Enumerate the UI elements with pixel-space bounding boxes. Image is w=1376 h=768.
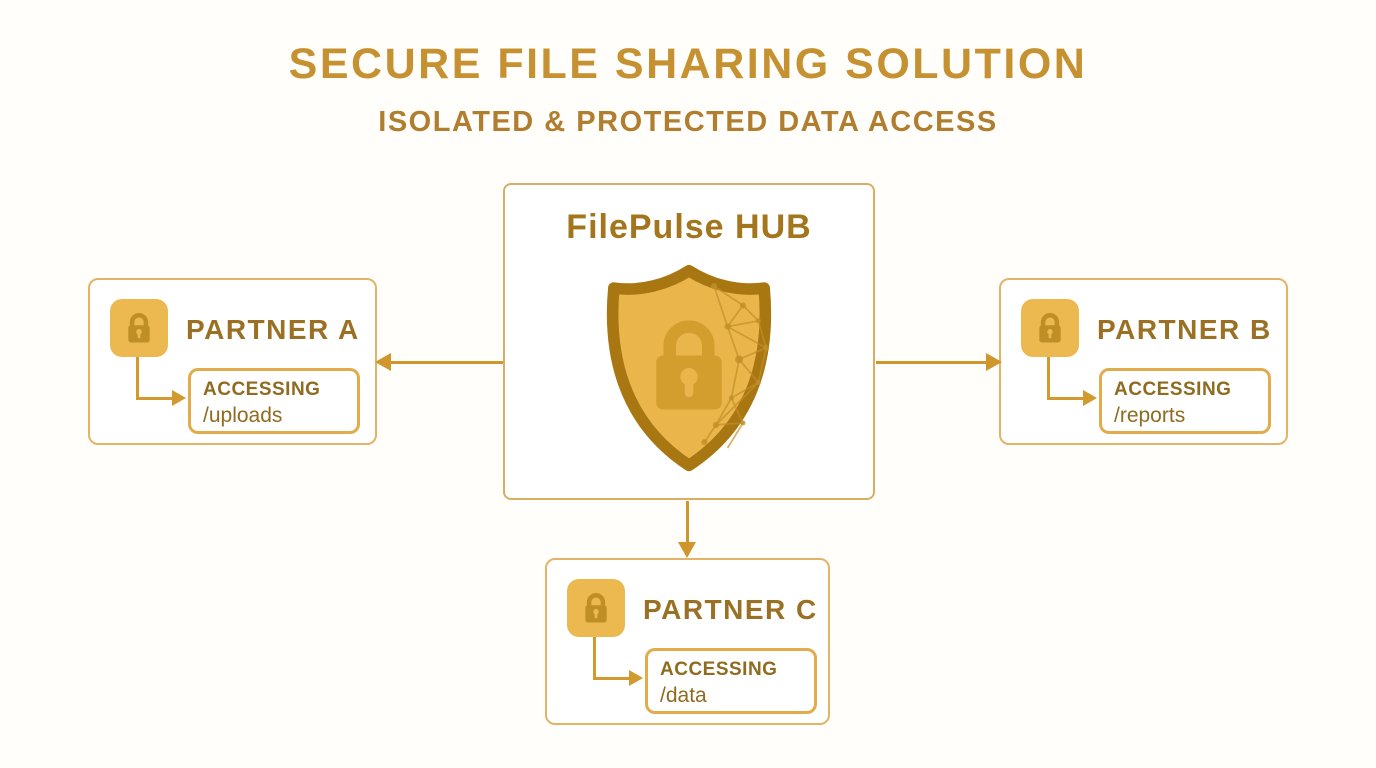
access-box: ACCESSING /data [645, 648, 817, 714]
elbow-connector-horizontal [1047, 397, 1084, 400]
lock-icon [1021, 299, 1079, 357]
partner-name: PARTNER C [643, 594, 818, 625]
elbow-connector-horizontal [593, 677, 630, 680]
access-label: ACCESSING [660, 659, 778, 680]
access-path: /uploads [203, 403, 283, 427]
partner-name: PARTNER B [1097, 314, 1272, 345]
elbow-connector-vertical [593, 637, 596, 680]
elbow-arrowhead-icon [1083, 390, 1097, 406]
elbow-connector-vertical [1047, 357, 1050, 400]
arrowhead-right-icon [986, 353, 1002, 371]
shield-lock-icon [592, 263, 786, 475]
access-label: ACCESSING [203, 379, 321, 400]
access-label: ACCESSING [1114, 379, 1232, 400]
elbow-arrowhead-icon [172, 390, 186, 406]
access-box: ACCESSING /reports [1099, 368, 1271, 434]
connector-hub-to-partner-c [686, 501, 689, 543]
partner-b-box: PARTNER B ACCESSING /reports [999, 278, 1288, 445]
elbow-connector-vertical [136, 357, 139, 400]
lock-icon [567, 579, 625, 637]
partner-name: PARTNER A [186, 314, 360, 345]
partner-c-box: PARTNER C ACCESSING /data [545, 558, 830, 725]
page-subtitle: ISOLATED & PROTECTED DATA ACCESS [378, 106, 998, 138]
hub-box: FilePulse HUB [503, 183, 875, 500]
arrowhead-down-icon [678, 542, 696, 558]
page-title: SECURE FILE SHARING SOLUTION [288, 40, 1088, 88]
lock-icon [110, 299, 168, 357]
partner-a-box: PARTNER A ACCESSING /uploads [88, 278, 377, 445]
elbow-connector-horizontal [136, 397, 173, 400]
connector-hub-to-partner-b [876, 361, 987, 364]
elbow-arrowhead-icon [629, 670, 643, 686]
access-box: ACCESSING /uploads [188, 368, 360, 434]
access-path: /data [660, 683, 707, 707]
hub-title: FilePulse HUB [566, 208, 812, 246]
access-path: /reports [1114, 403, 1186, 427]
connector-hub-to-partner-a [390, 361, 503, 364]
arrowhead-left-icon [375, 353, 391, 371]
